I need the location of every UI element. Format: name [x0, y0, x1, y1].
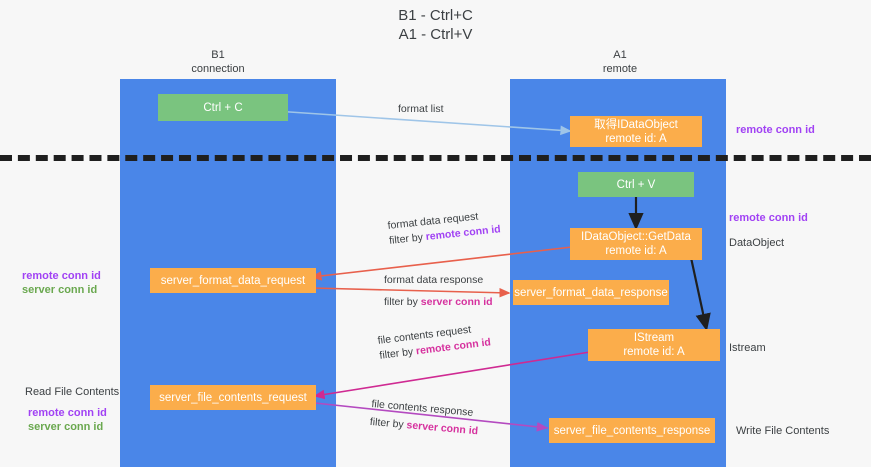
box-remote-dataobject-line2: remote id: A — [605, 132, 667, 145]
lane-a1-sub: remote — [602, 63, 638, 75]
edge-label-format-data-request-prefix: filter by — [388, 231, 427, 247]
lane-header-a1: A1 remote — [552, 48, 688, 76]
diagram-title: B1 - Ctrl+C A1 - Ctrl+V — [0, 6, 871, 44]
box-ctrl-v[interactable]: Ctrl + V — [578, 172, 694, 197]
box-server-file-contents-response[interactable]: server_file_contents_response — [549, 418, 715, 443]
box-istream-line2: remote id: A — [623, 346, 685, 358]
edge-label-format-list: format list — [398, 103, 444, 116]
right-label-remote-conn-id-top: remote conn id — [736, 124, 815, 136]
phase-separator — [0, 155, 871, 161]
edge-label-format-data-response: format data response filter by server co… — [384, 274, 493, 309]
box-server-format-data-response[interactable]: server_format_data_response — [513, 280, 669, 305]
lane-b1-name: B1 — [211, 49, 225, 61]
box-istream[interactable]: IStream remote id: A — [588, 329, 720, 361]
edge-label-file-contents-response-prefix: filter by — [369, 415, 408, 432]
lane-header-b1: B1 connection — [150, 48, 286, 76]
box-remote-dataobject[interactable]: 取得IDataObject remote id: A — [570, 116, 702, 147]
edge-label-file-contents-request: file contents request filter by remote c… — [377, 321, 492, 362]
box-getdata-line2: remote id: A — [605, 245, 667, 257]
box-server-file-contents-request[interactable]: server_file_contents_request — [150, 385, 316, 410]
left-label-server-conn-id-2: server conn id — [28, 421, 104, 433]
left-label-remote-conn-id-2: remote conn id — [28, 407, 107, 419]
right-label-dataobject: DataObject — [729, 237, 785, 249]
edge-label-format-data-response-text: format data response — [384, 274, 484, 286]
left-label-remote-conn-id: remote conn id — [22, 270, 101, 282]
edge-label-format-data-response-prefix: filter by — [384, 296, 421, 308]
left-label-read-file-contents: Read File Contents — [25, 386, 120, 398]
edge-label-format-data-request: format data request filter by remote con… — [387, 208, 501, 248]
edge-label-file-contents-response-filter: server conn id — [406, 419, 479, 438]
box-getdata-line1: IDataObject::GetData — [581, 231, 691, 243]
right-label-write-file-contents: Write File Contents — [736, 425, 830, 437]
title-line-2: A1 - Ctrl+V — [398, 26, 473, 43]
right-label-istream: Istream — [729, 342, 766, 354]
lane-a1-name: A1 — [613, 49, 627, 61]
box-ctrl-c[interactable]: Ctrl + C — [158, 94, 288, 121]
left-label-server-conn-id: server conn id — [22, 284, 98, 296]
box-remote-dataobject-line1: 取得IDataObject — [594, 118, 678, 131]
box-server-format-data-request[interactable]: server_format_data_request — [150, 268, 316, 293]
right-label-remote-conn-id-middle: remote conn id — [729, 212, 808, 224]
title-line-1: B1 - Ctrl+C — [398, 7, 473, 24]
box-idataobject-getdata[interactable]: IDataObject::GetData remote id: A — [570, 228, 702, 260]
box-istream-line1: IStream — [633, 332, 675, 344]
edge-label-file-contents-request-prefix: filter by — [378, 345, 417, 362]
edge-label-format-list-text: format list — [398, 103, 444, 115]
edge-label-file-contents-response: file contents response filter by server … — [369, 398, 480, 438]
edge-label-format-data-response-filter: server conn id — [420, 296, 493, 308]
edge-label-file-contents-response-text: file contents response — [370, 398, 474, 419]
lane-b1-sub: connection — [191, 63, 245, 75]
